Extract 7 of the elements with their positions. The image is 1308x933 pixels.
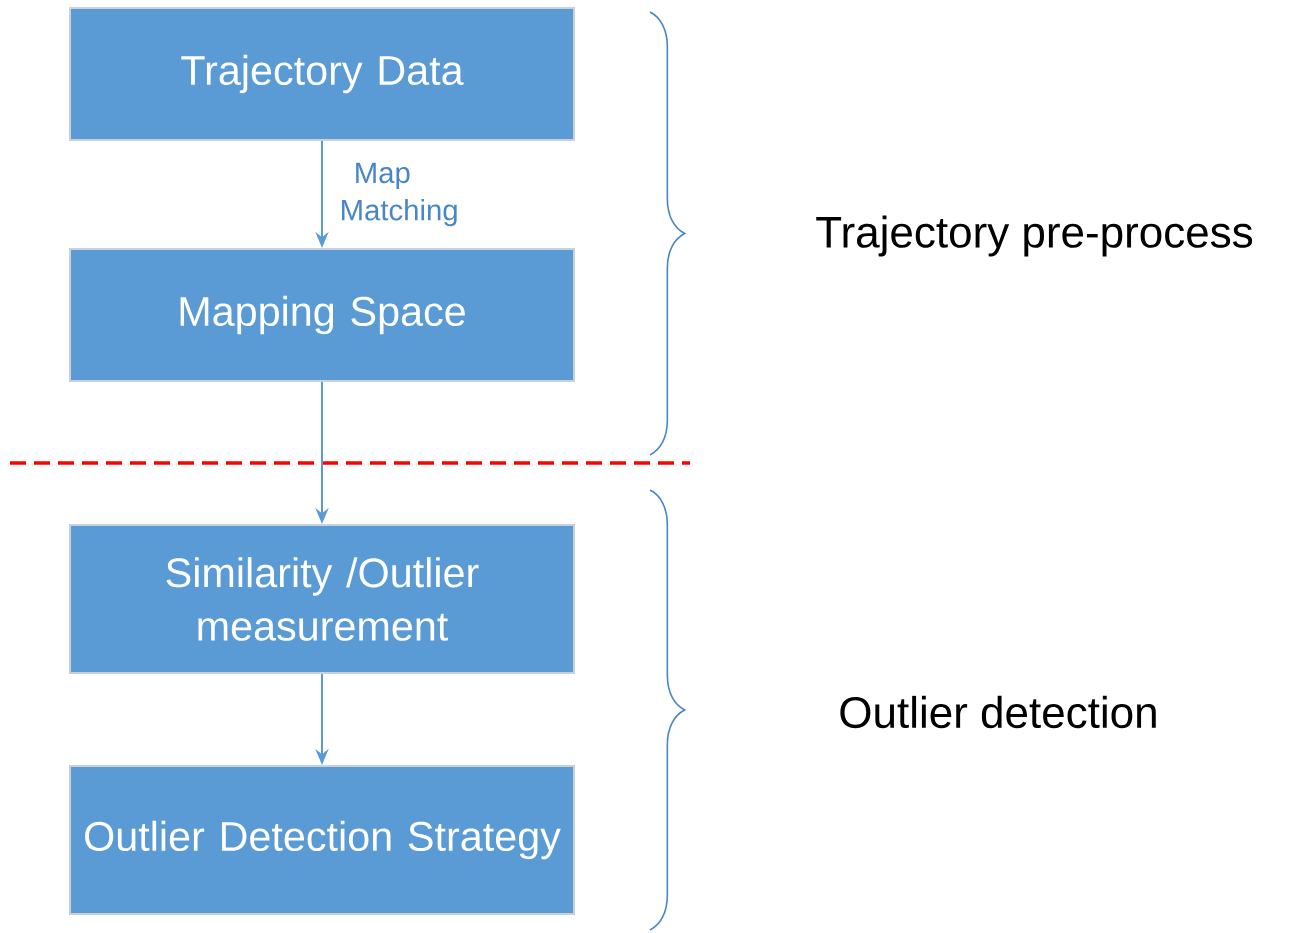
bracket-label: Outlier detection [840,695,1156,729]
bracket-label: Trajectory pre-process [816,215,1253,257]
process-box: Trajectory Data [69,7,575,141]
edge-label: Map Matching [338,161,457,228]
process-box: Mapping Space [69,248,575,382]
process-box: Outlier Detection Strategy [69,765,575,915]
process-box: Similarity /Outlier measurement [69,524,575,674]
